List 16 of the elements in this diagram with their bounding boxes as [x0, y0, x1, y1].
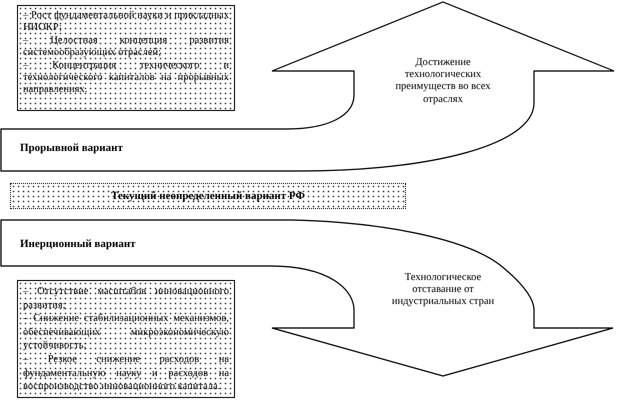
curved-block-arrow	[0, 1, 615, 172]
variant-title: Текущий неопределенный вариант РФ	[111, 190, 305, 202]
variant-label: Инерционный вариант	[20, 238, 136, 250]
stippled-panel	[17, 5, 235, 111]
bullet-item: – Отсутствие масштабов инновационного развития;	[23, 285, 229, 312]
variant-label: Прорывной вариант	[20, 142, 123, 154]
outcome-text: Технологическое отставание от индустриальных стран	[391, 272, 495, 309]
outcome-text: Достижение технологических преимуществ во всех отраслях	[383, 57, 503, 106]
bullet-item: – Рост фундаментальной науки и прикладных НИОКР;	[23, 10, 229, 35]
dotted-panel	[10, 183, 406, 209]
bullet-item: – Целостная концепция развития системообразующих отраслей;	[23, 34, 229, 60]
bullet-item: – Концентрация технического и технологического капиталов на прорывных направлениях.	[23, 60, 229, 97]
stippled-panel	[17, 280, 235, 398]
curved-block-arrow	[0, 219, 614, 377]
bullet-item: – Резкое снижение расходов на фундаментальную науку и расходов на воспроизводство инновационного капитала.	[23, 352, 229, 394]
bullet-item: – Снижение стабилизационных механизмов, обеспечивающих микроэкономическую устойчивость;	[23, 312, 229, 353]
